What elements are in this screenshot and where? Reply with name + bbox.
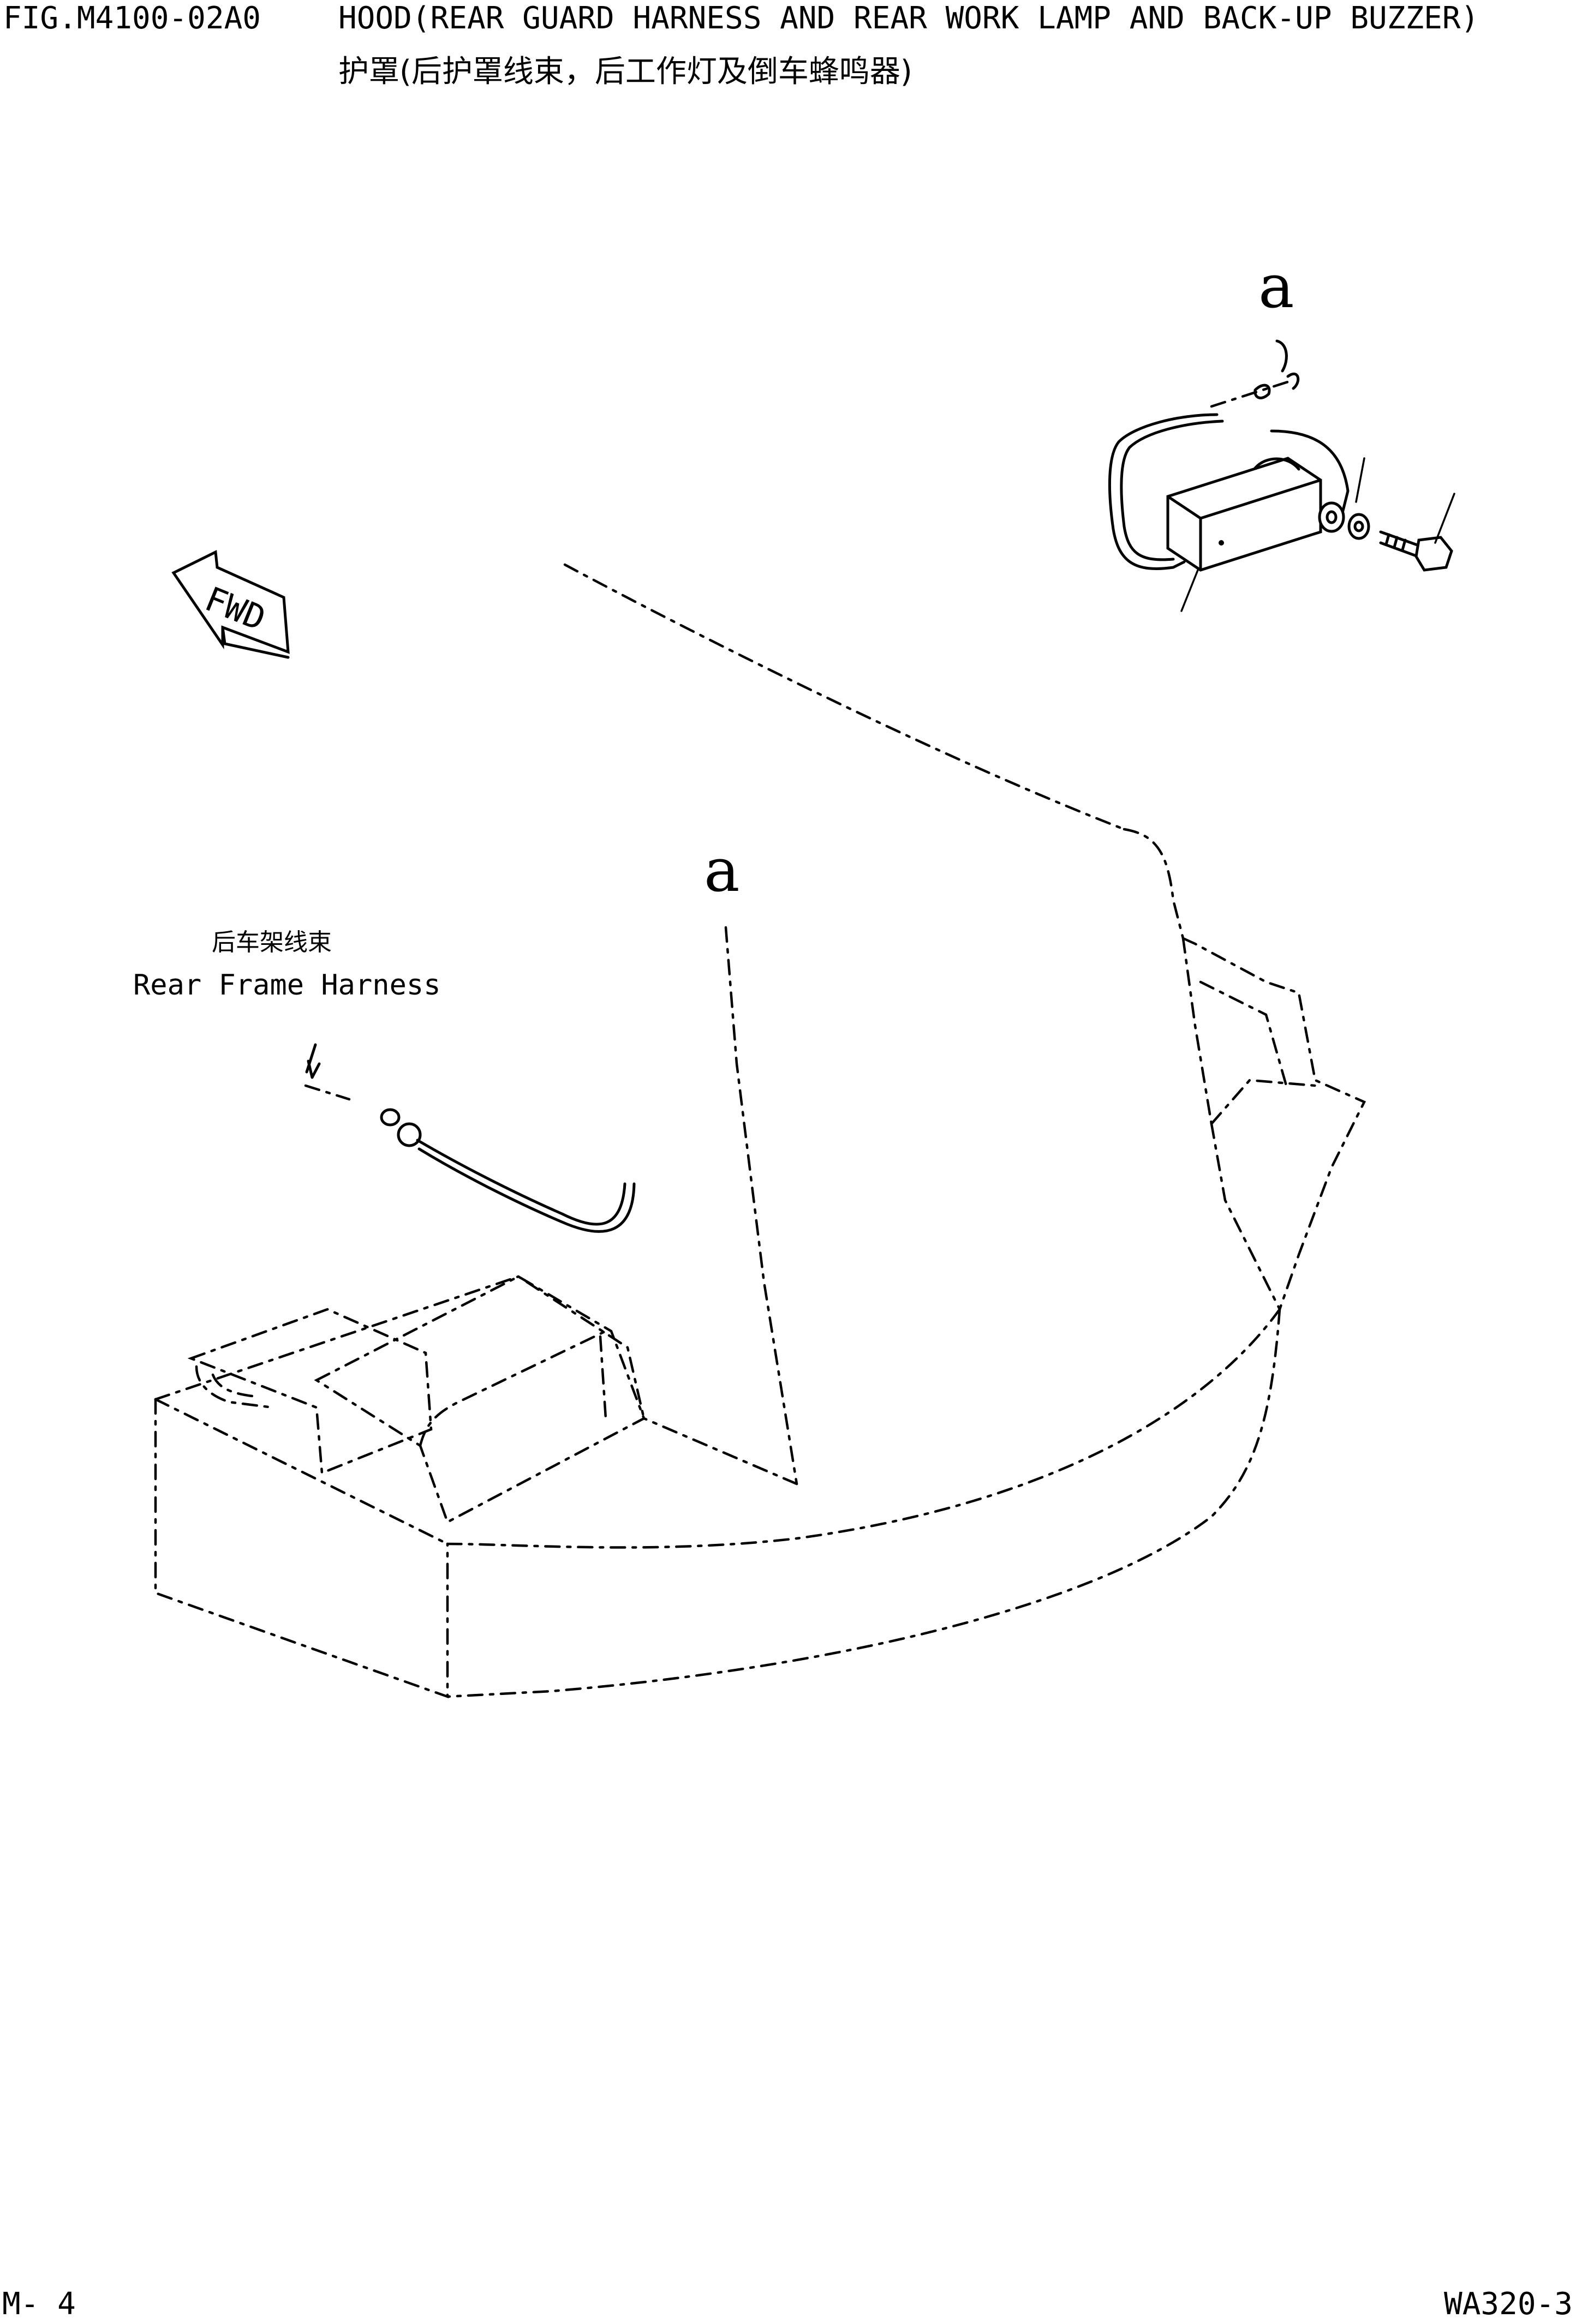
figure-number: FIG.M4100-02A0 [3,1,261,36]
figure-title-english: HOOD(REAR GUARD HARNESS AND REAR WORK LA… [338,1,1479,36]
rear-frame-harness-label-cn: 后车架线束 [212,929,332,956]
figure-title-chinese: 护罩(后护罩线束，后工作灯及倒车蜂鸣器) [338,54,912,89]
hood-body-outline [154,563,1366,1699]
detail-label-a-top: a [1258,251,1294,321]
rear-frame-harness [304,1043,636,1233]
backup-buzzer-detail [1108,339,1455,612]
detail-label-a-mid: a [704,835,740,905]
fwd-direction-arrow: FWD [171,550,290,659]
model-number: WA320-3 [1444,2286,1573,2322]
page-number: M- 4 [2,2286,76,2322]
rear-frame-harness-label-en: Rear Frame Harness [133,969,441,1002]
